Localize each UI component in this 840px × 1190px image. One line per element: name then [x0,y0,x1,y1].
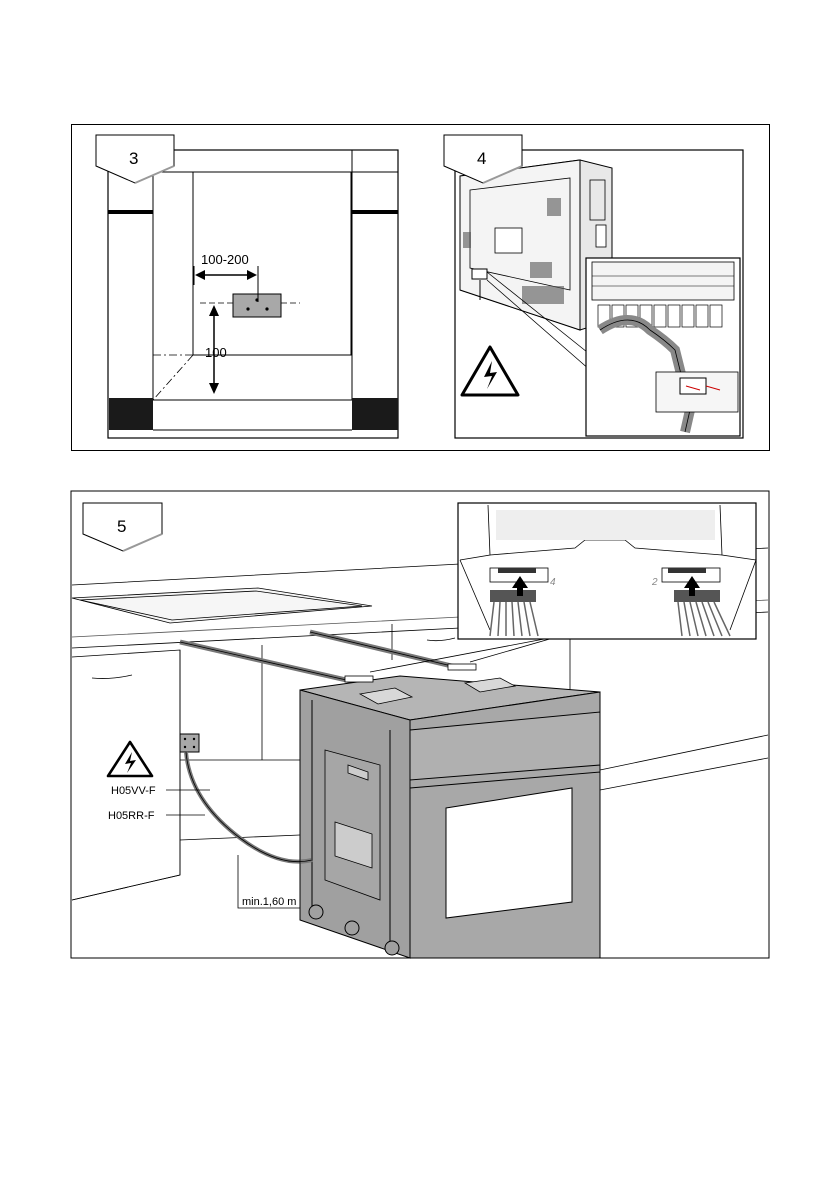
connector-mark-left: 4 [550,577,556,588]
step-number-3: 3 [129,149,138,168]
cable-type-label-h05vv: H05VV-F [111,785,156,797]
step-number-4: 4 [477,149,486,168]
dimension-label-horizontal: 100-200 [201,252,249,267]
dimension-label-vertical: 100 [205,345,227,360]
plinth-block-left [109,398,153,430]
figure-3-niche-diagram [108,150,398,438]
built-in-oven [300,664,600,958]
min-cable-length-label: min.1,60 m [242,896,296,908]
cable-type-label-h05rr: H05RR-F [108,810,155,822]
plinth-block-right [352,398,398,430]
wall-socket [233,294,281,317]
connector-zoom-inset [458,503,756,639]
connector-mark-right: 2 [651,577,658,588]
step-number-5: 5 [117,517,126,536]
